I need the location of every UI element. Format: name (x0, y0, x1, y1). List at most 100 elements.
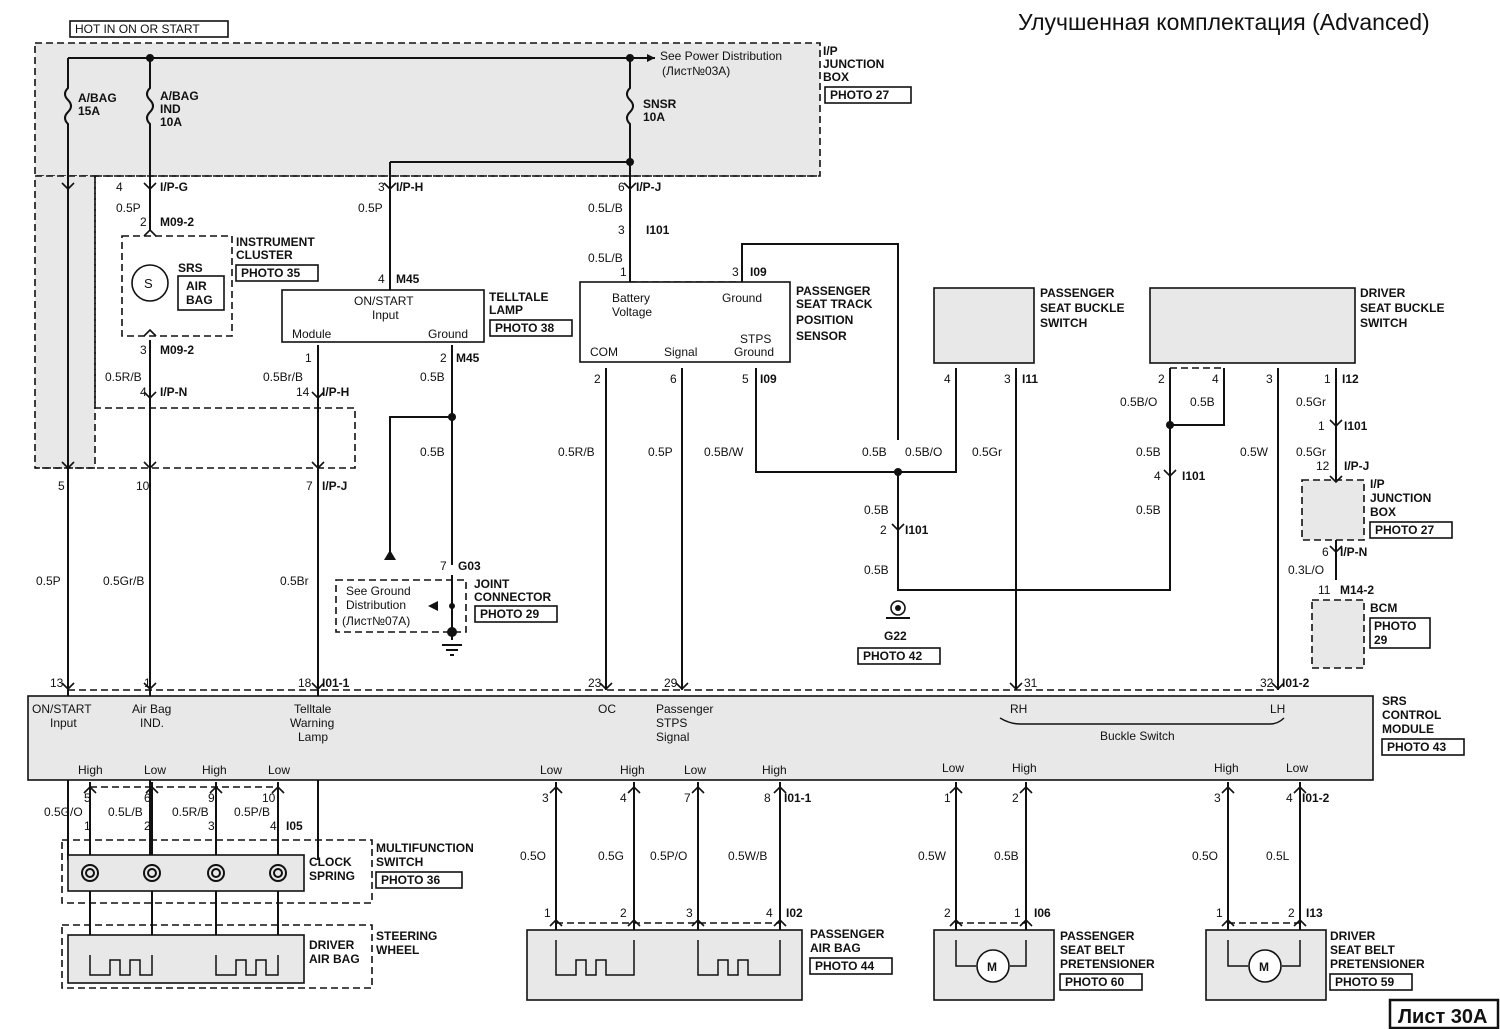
pstps-box (579, 281, 791, 363)
svg-text:3: 3 (1004, 372, 1011, 386)
svg-text:2: 2 (594, 372, 601, 386)
svg-text:Air Bag: Air Bag (132, 702, 171, 716)
svg-text:0.5B: 0.5B (1136, 445, 1161, 459)
svg-text:0.5P: 0.5P (358, 201, 383, 215)
fuse-abag-15a: A/BAG 15A (64, 58, 117, 170)
srs-lamp-icon (131, 264, 169, 302)
svg-text:Low: Low (684, 763, 706, 777)
see-power-sheet: (Лист№03А) (662, 64, 730, 78)
bcm-box (1311, 599, 1365, 669)
svg-text:4: 4 (270, 819, 277, 833)
svg-text:I101: I101 (1182, 469, 1206, 483)
svg-text:1: 1 (620, 265, 627, 279)
svg-text:32: 32 (1260, 676, 1274, 690)
svg-text:M14-2: M14-2 (1340, 583, 1374, 597)
g22-label: G22 (884, 629, 907, 643)
svg-text:3: 3 (378, 180, 385, 194)
svg-text:7: 7 (440, 559, 447, 573)
driver-airbag-squib-icons (89, 955, 279, 976)
svg-text:6: 6 (1322, 545, 1329, 559)
svg-text:Low: Low (268, 763, 290, 777)
svg-text:0.5B: 0.5B (420, 370, 445, 384)
svg-text:2: 2 (140, 215, 147, 229)
telltale-photo: PHOTO 38 (495, 321, 554, 335)
telltale-lamp-box (281, 289, 485, 343)
svg-text:High: High (762, 763, 787, 777)
svg-text:0.5B: 0.5B (994, 849, 1019, 863)
see-power-label: See Power Distribution (660, 49, 782, 63)
svg-text:Low: Low (144, 763, 166, 777)
ipjb-photo-box (824, 86, 912, 104)
svg-text:0.5Gr/B: 0.5Gr/B (103, 574, 144, 588)
svg-text:0.5B: 0.5B (862, 445, 887, 459)
joint-photo: PHOTO 29 (480, 607, 539, 621)
instrument-cluster-name-1: INSTRUMENT (236, 235, 315, 249)
svg-text:Input: Input (372, 308, 399, 322)
passenger-airbag-photo: PHOTO 44 (815, 959, 874, 973)
svg-text:1: 1 (144, 676, 151, 690)
svg-text:PASSENGER: PASSENGER (810, 927, 885, 941)
svg-text:4: 4 (1286, 791, 1293, 805)
ipjb-left-box (34, 175, 96, 469)
svg-text:STEERING: STEERING (376, 929, 437, 943)
svg-text:I12: I12 (1342, 372, 1359, 386)
svg-text:0.5Gr: 0.5Gr (972, 445, 1002, 459)
svg-text:29: 29 (1374, 633, 1388, 647)
connector-chevrons (61, 182, 1343, 927)
svg-text:I09: I09 (760, 372, 777, 386)
svg-text:I01-2: I01-2 (1302, 791, 1330, 805)
svg-text:4: 4 (944, 372, 951, 386)
svg-text:0.5O: 0.5O (1192, 849, 1218, 863)
svg-text:M: M (1259, 960, 1269, 974)
svg-text:2: 2 (1288, 906, 1295, 920)
ipjb2-box (1301, 479, 1365, 541)
svg-text:8: 8 (764, 791, 771, 805)
svg-text:4: 4 (378, 272, 385, 286)
svg-text:2: 2 (1012, 791, 1019, 805)
svg-text:LAMP: LAMP (489, 303, 523, 317)
fuse-abag-ind-10a: A/BAG IND 10A (146, 58, 199, 170)
svg-text:3: 3 (686, 906, 693, 920)
svg-text:0.5B/O: 0.5B/O (1120, 395, 1157, 409)
see-ground-sheet: (Лист№07А) (342, 614, 410, 628)
driver-pretensioner-photo: PHOTO 59 (1335, 975, 1394, 989)
svg-text:2: 2 (1158, 372, 1165, 386)
ipjb2-photo: PHOTO 27 (1375, 523, 1434, 537)
see-ground-1: See Ground (346, 584, 411, 598)
svg-text:3: 3 (618, 223, 625, 237)
svg-text:SEAT BUCKLE: SEAT BUCKLE (1360, 301, 1444, 315)
svg-text:0.5B: 0.5B (864, 563, 889, 577)
svg-text:0.5W: 0.5W (1240, 445, 1269, 459)
svg-text:SEAT TRACK: SEAT TRACK (796, 297, 873, 311)
svg-text:0.5B/W: 0.5B/W (704, 445, 744, 459)
svg-text:High: High (1012, 761, 1037, 775)
svg-text:I/P-H: I/P-H (396, 180, 423, 194)
svg-text:RH: RH (1010, 702, 1027, 716)
svg-text:4: 4 (1212, 372, 1219, 386)
passenger-airbag-box (526, 929, 803, 1001)
svg-text:0.5Gr: 0.5Gr (1296, 445, 1326, 459)
svg-text:Low: Low (942, 761, 964, 775)
svg-text:AIR: AIR (186, 279, 207, 293)
svg-text:STPS: STPS (656, 716, 687, 730)
svg-text:15A: 15A (78, 104, 100, 118)
driver-buckle-switch-box (1149, 287, 1356, 364)
svg-text:I/P-J: I/P-J (636, 180, 661, 194)
svg-text:0.5B: 0.5B (864, 503, 889, 517)
svg-text:31: 31 (1024, 676, 1038, 690)
svg-text:PASSENGER: PASSENGER (1060, 929, 1135, 943)
clock-spring-coil-icons (81, 864, 287, 882)
svg-text:0.5R/B: 0.5R/B (105, 370, 142, 384)
svg-text:10A: 10A (160, 115, 182, 129)
passenger-pretensioner-photo: PHOTO 60 (1065, 975, 1124, 989)
svg-text:I101: I101 (905, 523, 929, 537)
steering-wheel-box (61, 924, 373, 989)
svg-text:Ground: Ground (428, 327, 468, 341)
svg-text:5: 5 (84, 791, 91, 805)
svg-text:0.5B: 0.5B (1136, 503, 1161, 517)
svg-text:OC: OC (598, 702, 616, 716)
svg-text:POSITION: POSITION (796, 313, 853, 327)
svg-text:7: 7 (306, 479, 313, 493)
svg-text:CONTROL: CONTROL (1382, 708, 1441, 722)
svg-text:CLOCK: CLOCK (309, 855, 352, 869)
